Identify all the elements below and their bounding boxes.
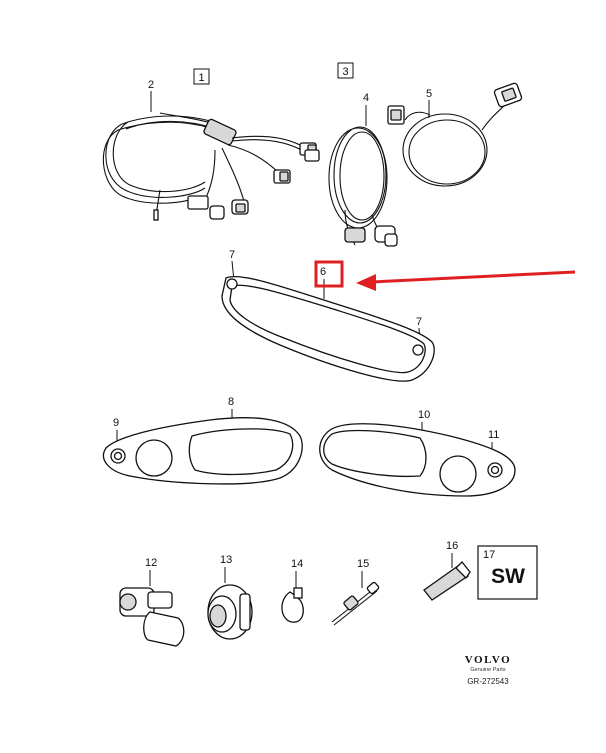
callout-10: 10: [418, 409, 430, 421]
right-fog-cover-10: 10 11: [319, 409, 516, 497]
callout-12: 12: [145, 557, 157, 569]
wiring-harness-2: 2: [102, 79, 320, 221]
wiring-harness-5: 5: [387, 82, 523, 187]
callout-9: 9: [113, 417, 119, 429]
callout-16: 16: [446, 540, 458, 552]
clip-14: 14: [281, 558, 304, 623]
callout-7-right: 7: [416, 316, 422, 328]
group-box-1-label: 1: [198, 72, 204, 84]
group-box-3: 3: [337, 62, 354, 79]
left-fog-cover-8: 8 9: [102, 396, 303, 485]
highlight-marker: [314, 260, 576, 291]
sw-label: SW: [491, 565, 525, 588]
brand-tagline: Genuine Parts: [470, 667, 505, 673]
callout-13: 13: [220, 554, 232, 566]
parking-sensor-12: 12: [119, 557, 185, 647]
footer-branding: VOLVO Genuine Parts GR-272543: [465, 654, 511, 686]
software-box-17: 17 SW: [477, 545, 538, 600]
group-box-3-label: 3: [342, 66, 348, 78]
strip-16: 16: [423, 540, 471, 601]
callout-2: 2: [148, 79, 154, 91]
cable-tie-15: 15: [331, 558, 380, 626]
callout-15: 15: [357, 558, 369, 570]
wiring-harness-4: 4: [328, 92, 398, 247]
callout-5: 5: [426, 88, 432, 100]
callout-14: 14: [291, 558, 303, 570]
callout-8: 8: [228, 396, 234, 408]
diagram-code: GR-272543: [467, 677, 509, 686]
center-grille-6: 7 6 7: [221, 249, 435, 382]
brand-logo: VOLVO: [465, 654, 511, 666]
callout-7-left: 7: [229, 249, 235, 261]
callout-6: 6: [320, 266, 326, 278]
callout-17: 17: [483, 549, 495, 561]
sensor-holder-13: 13: [207, 554, 253, 640]
callout-4: 4: [363, 92, 369, 104]
callout-11: 11: [488, 429, 499, 441]
group-box-1: 1: [193, 68, 210, 85]
